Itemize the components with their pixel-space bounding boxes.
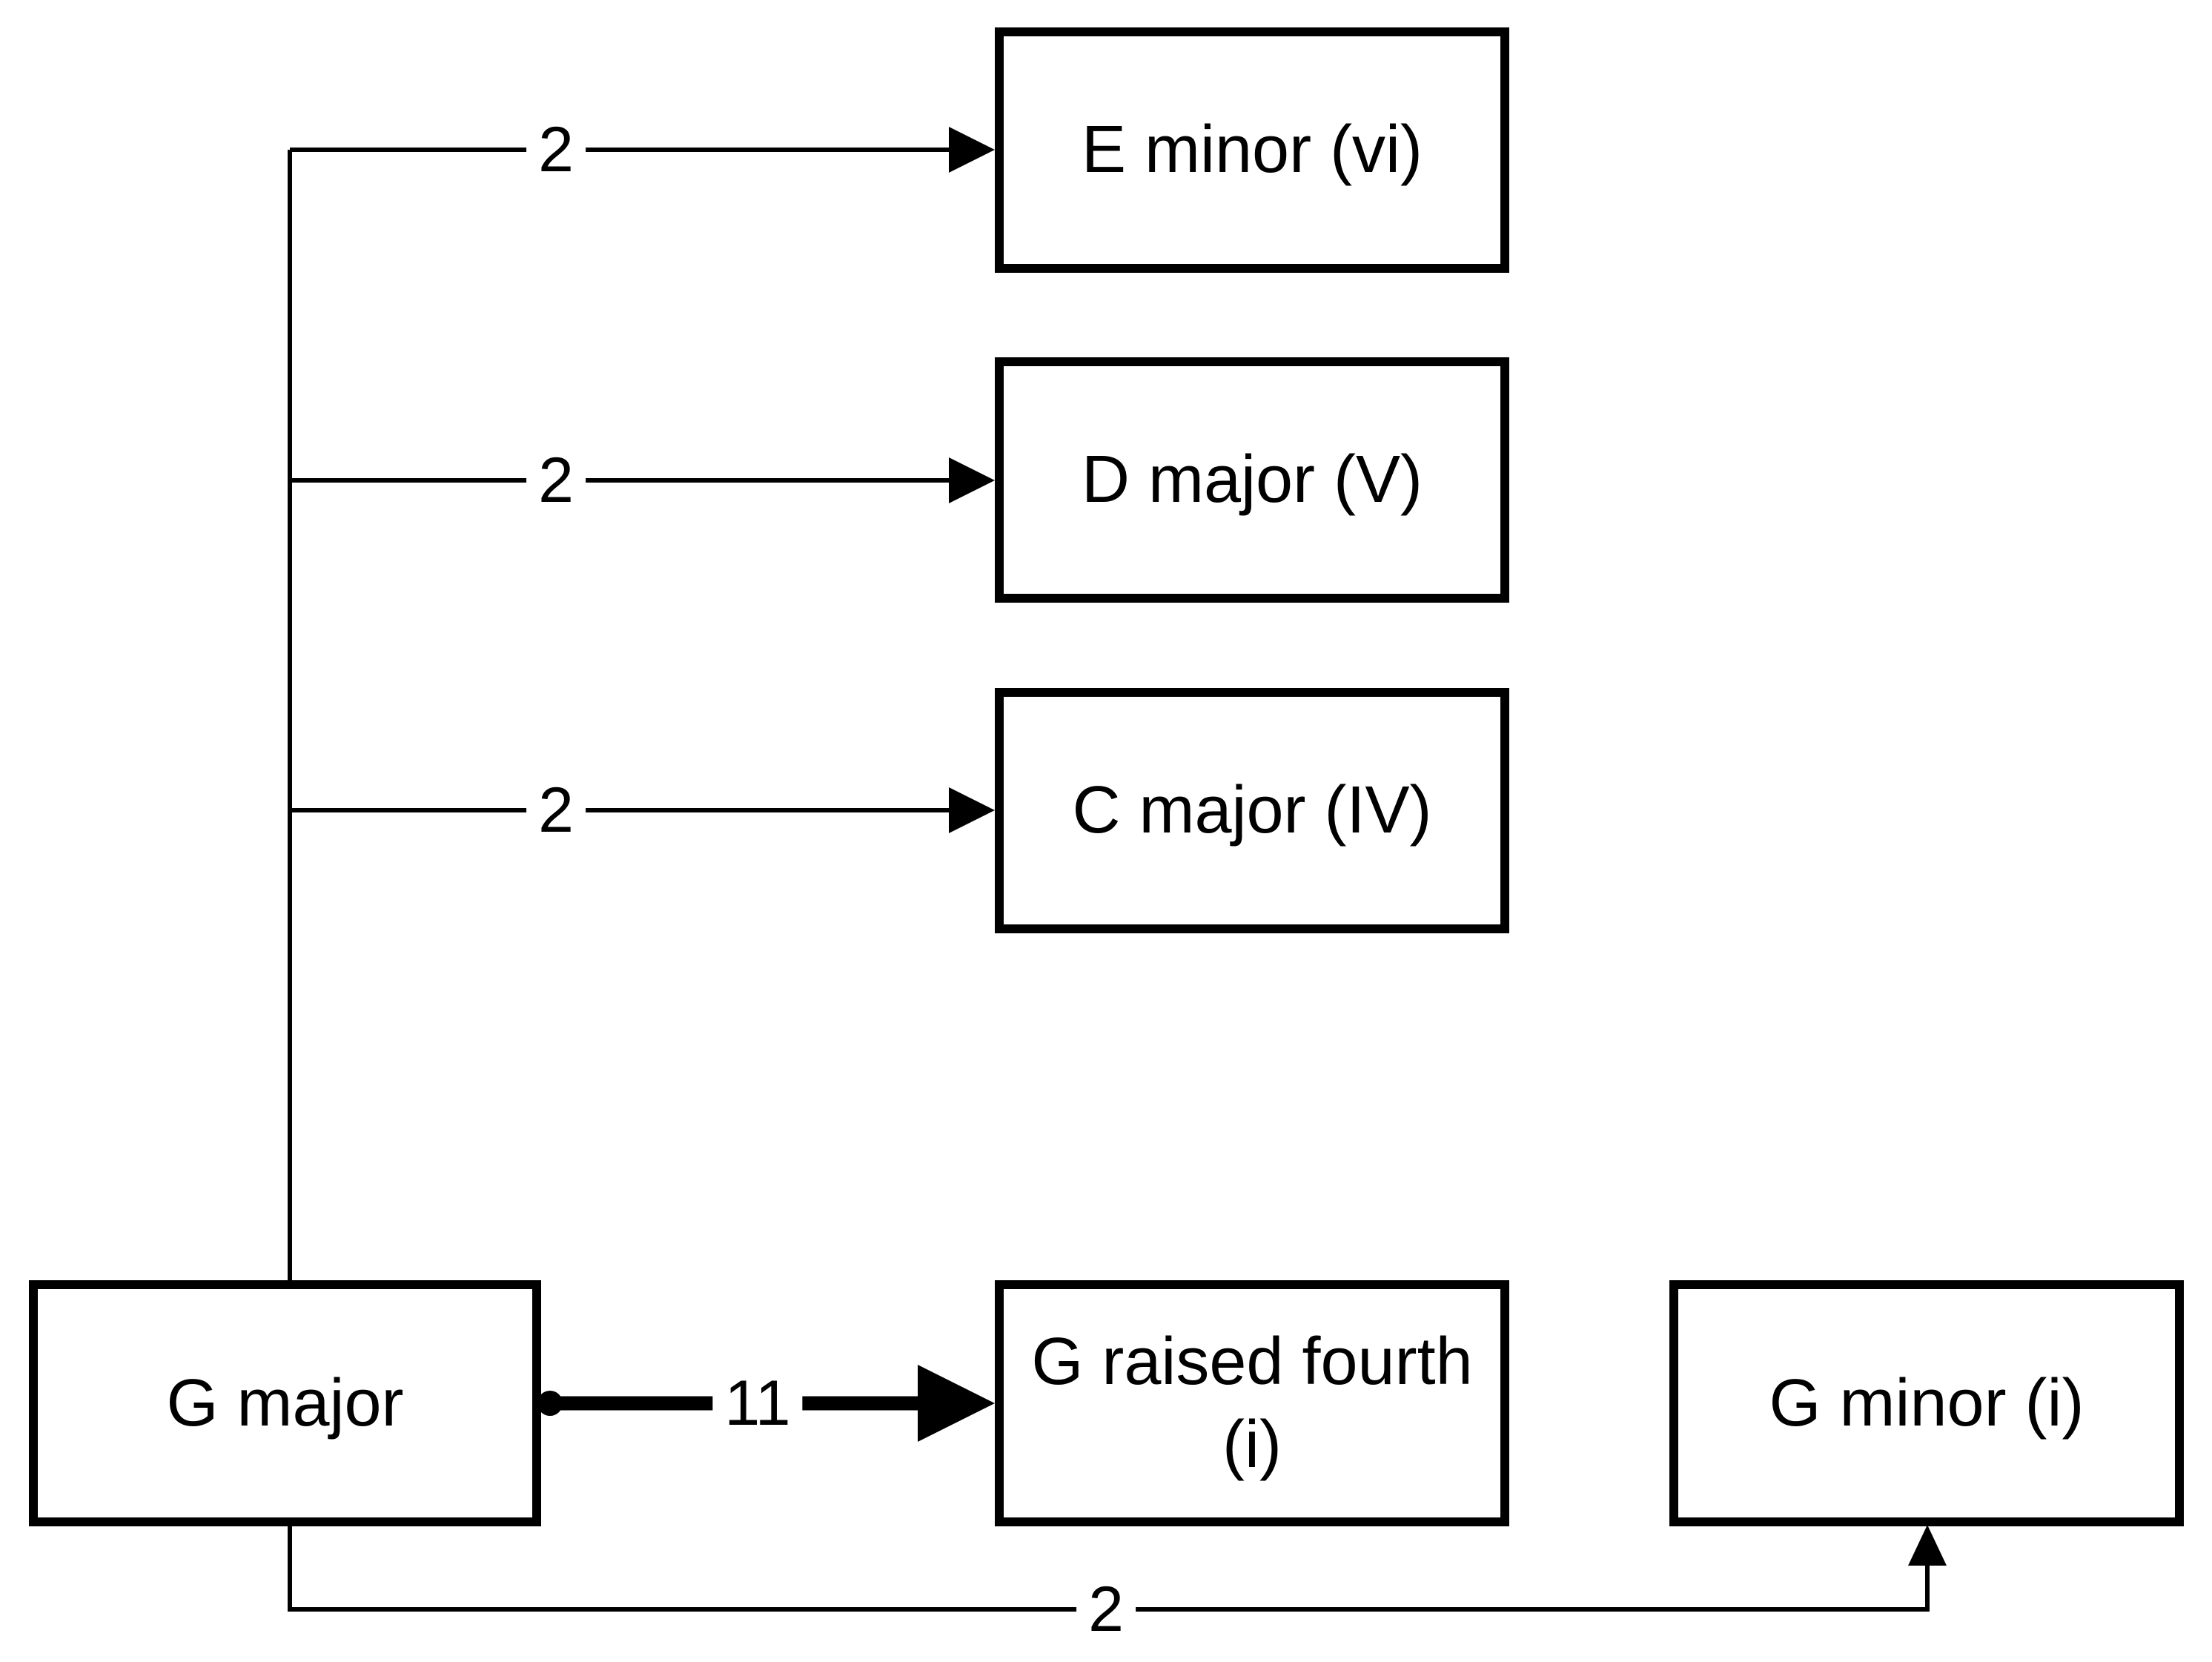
node-e-minor-label: E minor (vi) xyxy=(1081,113,1423,188)
node-g-major: G major xyxy=(29,1280,541,1526)
edge-weight-label-c-major: 2 xyxy=(526,778,586,842)
edge-weight-label-e-minor: 2 xyxy=(526,118,586,182)
node-g-minor-label: G minor (i) xyxy=(1769,1365,2084,1440)
edge-e-minor-arrowhead xyxy=(949,127,995,173)
edge-weight-label-g-raised-fourth: 11 xyxy=(712,1371,803,1435)
node-g-minor: G minor (i) xyxy=(1669,1280,2184,1526)
edge-g-raised-fourth-arrowhead xyxy=(918,1365,995,1442)
node-g-raised-fourth: G raised fourth (i) xyxy=(995,1280,1509,1526)
node-c-major: C major (IV) xyxy=(995,688,1509,933)
node-d-major: D major (V) xyxy=(995,357,1509,603)
node-e-minor: E minor (vi) xyxy=(995,27,1509,273)
node-g-major-label: G major xyxy=(166,1365,404,1440)
edge-g-minor-arrowhead xyxy=(1908,1525,1947,1566)
edge-c-major-arrowhead xyxy=(949,787,995,833)
edge-weight-label-d-major: 2 xyxy=(526,448,586,512)
edge-weight-label-g-minor: 2 xyxy=(1076,1577,1136,1641)
node-c-major-label: C major (IV) xyxy=(1072,773,1432,848)
node-g-raised-fourth-label: G raised fourth (i) xyxy=(1031,1324,1473,1483)
edge-d-major-arrowhead xyxy=(949,457,995,503)
node-d-major-label: D major (V) xyxy=(1081,443,1423,517)
